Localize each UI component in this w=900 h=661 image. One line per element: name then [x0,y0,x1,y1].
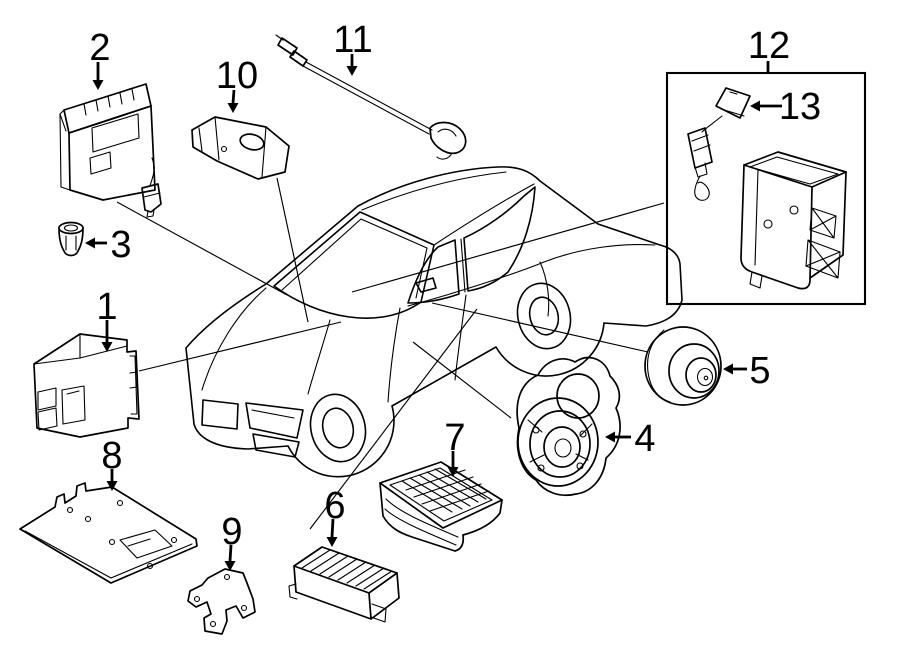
callout-12[interactable]: 12 [748,25,790,74]
callout-arrow-shaft [330,518,335,538]
callout-6[interactable]: 6 [324,485,346,547]
callout-4[interactable]: 4 [605,418,656,460]
windshield-inner-line [281,218,428,299]
beltline-crease [407,244,656,307]
callout-number-5[interactable]: 5 [749,350,770,392]
leader-line-part-10 [276,177,309,323]
part-12-interface-unit [740,151,847,290]
part-8-mounting-plate [19,482,198,584]
part-1-control-module [33,333,140,438]
callout-number-7[interactable]: 7 [444,417,465,459]
roof-line [361,171,507,211]
part-13-connector [687,87,751,201]
callout-arrow-shaft [231,89,236,104]
part-11-antenna-cable [275,34,467,160]
callout-10[interactable]: 10 [216,55,258,113]
headlight [245,402,304,439]
callout-arrow-head [723,363,733,375]
callout-7[interactable]: 7 [444,417,466,477]
leader-line-part-4 [412,341,512,419]
callout-number-4[interactable]: 4 [634,418,655,460]
part-7-speaker-grille [379,461,503,552]
callout-11[interactable]: 11 [333,19,373,76]
hood-crease-right [307,319,331,395]
part-4-woofer-speaker [516,356,621,497]
part-10-bracket [191,116,290,180]
radio-pigtail-wire [149,157,155,187]
leader-line-part-5 [431,302,649,353]
hood-crease-left [201,287,267,391]
callout-arrow-head [326,537,338,547]
callout-1[interactable]: 1 [96,286,118,352]
rear-door-window [463,186,536,292]
callout-number-13[interactable]: 13 [779,86,821,128]
callout-2[interactable]: 2 [89,27,111,90]
part-5-speaker [644,326,722,406]
b-pillar [460,238,466,293]
part-9-bracket [187,568,256,635]
part-2-radio-unit [59,83,162,218]
callout-number-9[interactable]: 9 [221,511,242,553]
callout-8[interactable]: 8 [101,435,123,491]
front-door-window [407,239,460,304]
leader-line-part-2 [116,201,288,296]
leader-lines-layer [116,177,665,530]
callout-arrow-head [101,342,113,352]
callout-arrow-head [447,467,459,477]
callout-number-8[interactable]: 8 [101,435,122,477]
callout-arrow-head [92,80,104,90]
front-wheel [309,393,367,463]
rear-door-edge [454,294,467,381]
front-plate [201,399,239,430]
callout-number-12[interactable]: 12 [748,25,790,67]
callout-number-1[interactable]: 1 [96,286,117,328]
part-6-amplifier [288,546,400,623]
callout-number-3[interactable]: 3 [110,224,131,266]
callout-5[interactable]: 5 [723,350,771,392]
quarter-panel-crease [539,261,550,317]
callout-number-6[interactable]: 6 [324,485,345,527]
callout-arrow-head [605,431,615,443]
callout-arrow-head [85,237,95,249]
callout-arrow-head [106,481,118,491]
callout-number-10[interactable]: 10 [216,55,258,97]
callout-arrow-head [224,561,236,571]
callout-3[interactable]: 3 [85,224,132,266]
callout-13[interactable]: 13 [750,86,821,128]
callout-number-2[interactable]: 2 [89,27,110,69]
headlight-inner-line [251,409,295,419]
callout-arrow-head [346,66,358,76]
car-illustration [185,166,683,478]
leader-line-part-6 [309,308,478,530]
leader-line-part-1 [138,321,342,372]
radio-connector [141,183,162,213]
callout-arrow-head [227,103,239,113]
callout-arrow-shaft [228,544,233,562]
callout-9[interactable]: 9 [221,511,243,571]
side-mirror [415,277,437,293]
callout-arrow-head [750,100,760,112]
leader-line-part-12 [351,202,665,293]
part-3-grommet [58,221,84,257]
car-body-outline [185,166,683,478]
far-roof-rail [433,183,535,246]
inset-box-part-12 [665,71,867,306]
rear-wheel [516,282,572,350]
bumper-intake [252,433,300,458]
front-door-edge [387,307,401,403]
